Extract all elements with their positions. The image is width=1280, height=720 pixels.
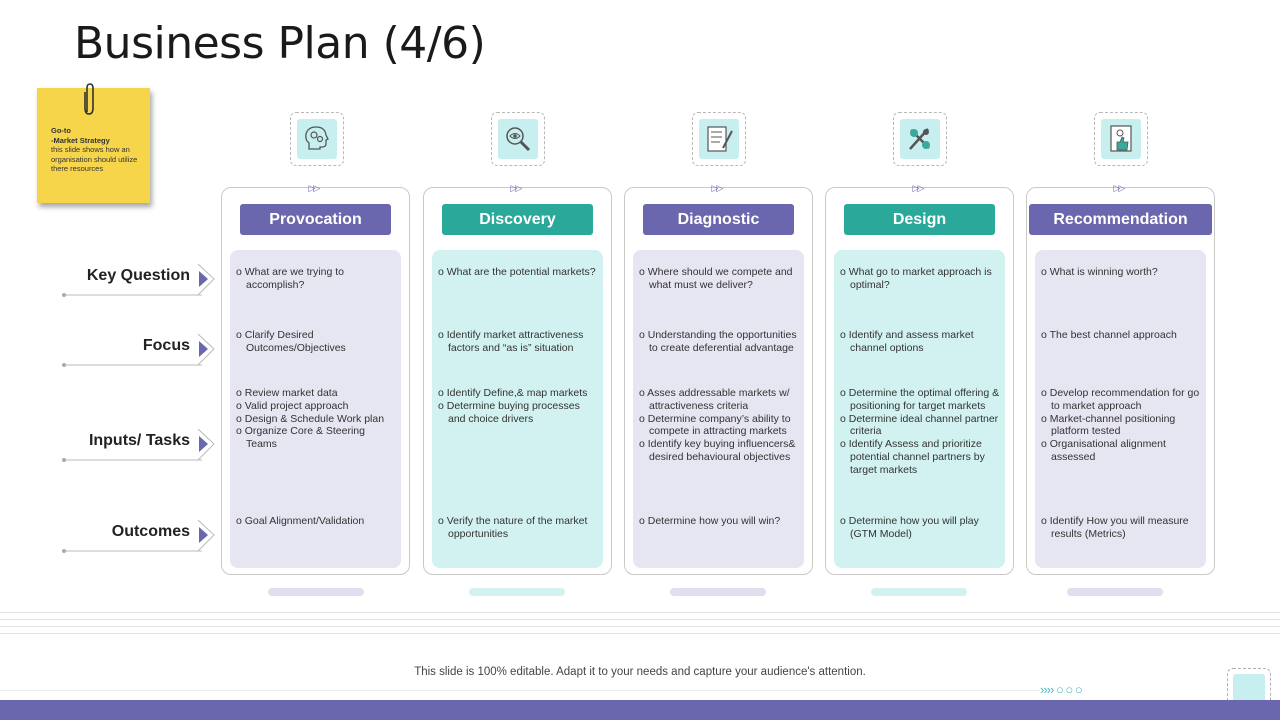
row-arrow-icon bbox=[62, 333, 215, 367]
key-question-cell: o What is winning worth? bbox=[1041, 266, 1158, 278]
nav-chevrons-icon[interactable]: ›››› ○ ○ ○ bbox=[1040, 682, 1083, 697]
footer-caption: This slide is 100% editable. Adapt it to… bbox=[414, 666, 866, 678]
divider bbox=[0, 690, 1040, 691]
gears-head-icon bbox=[290, 112, 344, 166]
column-header: Diagnostic bbox=[643, 204, 794, 235]
column-body: o What are the potential markets? o Iden… bbox=[432, 250, 603, 568]
row-label-text: Key Question bbox=[86, 267, 190, 284]
note-body: this slide shows how an organisation sho… bbox=[51, 145, 138, 174]
column-diagnostic: ▷▷ Diagnostic o Where should we compete … bbox=[624, 183, 813, 575]
row-label-focus: Focus bbox=[2, 332, 215, 367]
focus-cell: o Understanding the opportunities to cre… bbox=[639, 329, 797, 354]
focus-cell: o Clarify Desired Outcomes/Objectives bbox=[236, 329, 346, 354]
inputs-cell: o Determine the optimal offering & posit… bbox=[840, 387, 1000, 476]
double-chevron-icon: ▷▷ bbox=[1113, 183, 1126, 193]
column-design: ▷▷ Design o What go to market approach i… bbox=[825, 183, 1014, 575]
column-pill bbox=[268, 588, 364, 596]
key-question-cell: o What are the potential markets? bbox=[438, 266, 596, 278]
double-chevron-icon: ▷▷ bbox=[510, 183, 523, 193]
row-label-outcomes: Outcomes bbox=[2, 518, 215, 553]
column-header: Design bbox=[844, 204, 995, 235]
page-title: Business Plan (4/6) bbox=[74, 18, 486, 69]
column-body: o Where should we compete and what must … bbox=[633, 250, 804, 568]
key-question-cell: o What go to market approach is optimal? bbox=[840, 266, 992, 291]
focus-cell: o The best channel approach bbox=[1041, 329, 1177, 341]
row-arrow-icon bbox=[62, 263, 215, 297]
outcomes-cell: o Verify the nature of the market opport… bbox=[438, 515, 588, 540]
paperclip-icon bbox=[84, 83, 94, 115]
thumbs-up-doc-icon bbox=[1094, 112, 1148, 166]
outcomes-cell: o Determine how you will win? bbox=[639, 515, 781, 527]
column-header: Discovery bbox=[442, 204, 593, 235]
row-label-text: Focus bbox=[142, 337, 190, 354]
row-arrow-icon bbox=[62, 428, 215, 462]
column-pill bbox=[871, 588, 967, 596]
magnifier-eye-icon bbox=[491, 112, 545, 166]
column-pill bbox=[1067, 588, 1163, 596]
focus-cell: o Identify market attractiveness factors… bbox=[438, 329, 584, 354]
bottom-bar bbox=[0, 700, 1280, 720]
column-body: o What are we trying to accomplish? o Cl… bbox=[230, 250, 401, 568]
double-chevron-icon: ▷▷ bbox=[912, 183, 925, 193]
inputs-cell: o Review market data o Valid project app… bbox=[236, 387, 385, 451]
column-discovery: ▷▷ Discovery o What are the potential ma… bbox=[423, 183, 612, 575]
key-question-cell: o Where should we compete and what must … bbox=[639, 266, 793, 291]
outcomes-cell: o Goal Alignment/Validation bbox=[236, 515, 365, 527]
row-label-inputs-tasks: Inputs/ Tasks bbox=[2, 427, 215, 462]
column-pill bbox=[670, 588, 766, 596]
focus-cell: o Identify and assess market channel opt… bbox=[840, 329, 974, 354]
row-label-text: Inputs/ Tasks bbox=[88, 432, 190, 449]
note-line-2: -Market Strategy bbox=[51, 135, 110, 145]
row-label-key-question: Key Question bbox=[2, 262, 215, 297]
column-body: o What is winning worth? o The best chan… bbox=[1035, 250, 1206, 568]
row-arrow-icon bbox=[62, 519, 215, 553]
divider bbox=[0, 612, 1280, 613]
column-recommendation: ▷▷ Recommendation o What is winning wort… bbox=[1026, 183, 1215, 575]
note-line-1: Go-to bbox=[51, 126, 71, 135]
column-header: Recommendation bbox=[1029, 204, 1212, 235]
double-chevron-icon: ▷▷ bbox=[308, 183, 321, 193]
design-tools-icon bbox=[893, 112, 947, 166]
row-label-text: Outcomes bbox=[111, 523, 190, 540]
column-pill bbox=[469, 588, 565, 596]
checklist-pen-icon bbox=[692, 112, 746, 166]
column-provocation: ▷▷ Provocation o What are we trying to a… bbox=[221, 183, 410, 575]
divider bbox=[0, 633, 1280, 634]
outcomes-cell: o Determine how you will play (GTM Model… bbox=[840, 515, 979, 540]
divider bbox=[0, 626, 1280, 627]
inputs-cell: o Develop recommendation for go to marke… bbox=[1041, 387, 1200, 463]
double-chevron-icon: ▷▷ bbox=[711, 183, 724, 193]
inputs-cell: o Identify Define,& map markets o Determ… bbox=[438, 387, 588, 425]
key-question-cell: o What are we trying to accomplish? bbox=[236, 266, 344, 291]
column-body: o What go to market approach is optimal?… bbox=[834, 250, 1005, 568]
outcomes-cell: o Identify How you will measure results … bbox=[1041, 515, 1189, 540]
divider bbox=[0, 619, 1280, 620]
inputs-cell: o Asses addressable markets w/ attractiv… bbox=[639, 387, 796, 463]
column-header: Provocation bbox=[240, 204, 391, 235]
